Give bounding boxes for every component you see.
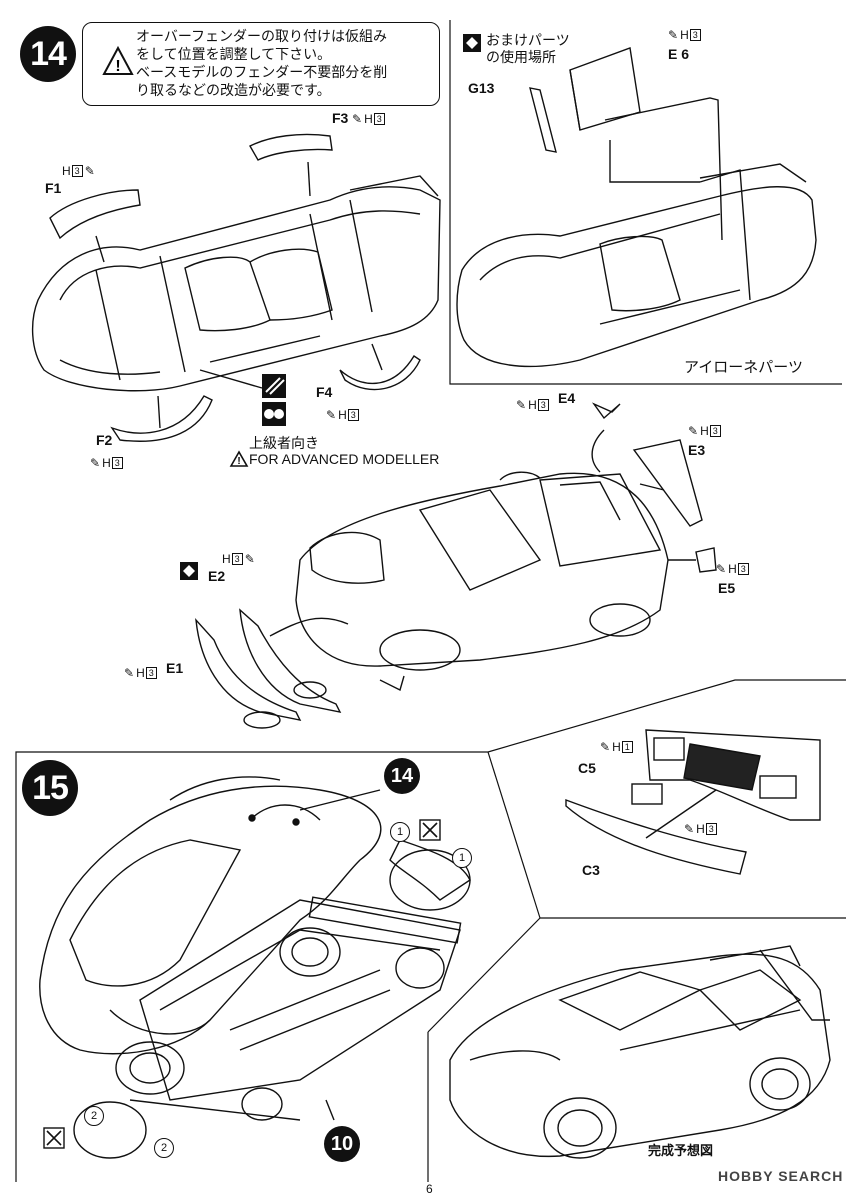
circle-marker-1a: 1	[390, 822, 410, 842]
label-e5: E5	[718, 580, 736, 596]
svg-text:!: !	[115, 58, 120, 75]
circle-marker-2a: 2	[84, 1106, 104, 1126]
step-14-number: 14	[30, 34, 67, 73]
watermark: HOBBY SEARCH	[718, 1168, 844, 1184]
brush-icon: ✎	[600, 740, 611, 754]
brush-icon: ✎	[688, 424, 699, 438]
label-e3: E3	[688, 442, 706, 458]
label-e4: E4	[558, 390, 576, 406]
step-14-badge: 14	[20, 26, 76, 82]
label-e1: E1	[166, 660, 184, 676]
caution-note-box	[82, 22, 440, 106]
brush-icon: ✎	[684, 822, 695, 836]
step-ref-10-badge: 10	[324, 1126, 360, 1162]
circle-marker-2b: 2	[154, 1138, 174, 1158]
step-ref-14-badge: 14	[384, 758, 420, 794]
label-f1: F1	[45, 180, 62, 196]
brush-icon: ✎	[84, 164, 95, 178]
label-g13: G13	[468, 80, 495, 96]
label-e2: E2	[208, 568, 226, 584]
brush-icon: ✎	[124, 666, 135, 680]
bonus-parts-line-1: おまけパーツ	[486, 33, 570, 49]
label-f2: F2	[96, 432, 113, 448]
svg-text:!: !	[237, 456, 240, 467]
advanced-jp-label: 上級者向き	[249, 436, 319, 452]
brush-icon: ✎	[352, 112, 363, 126]
caution-line-1: オーバーフェンダーの取り付けは仮組み	[136, 29, 388, 45]
caution-line-2: をして位置を調整して下さい。	[136, 47, 332, 63]
irony-parts-label: アイローネパーツ	[684, 358, 803, 376]
circle-marker-1b: 1	[452, 848, 472, 868]
caution-line-3: ベースモデルのフェンダー不要部分を削	[136, 65, 388, 81]
step-15-number: 15	[32, 768, 69, 807]
label-c3: C3	[582, 862, 600, 878]
step-ref-10: 10	[330, 1132, 354, 1155]
label-f4: F4	[316, 384, 333, 400]
bonus-parts-line-2: の使用場所	[486, 50, 556, 66]
completed-label: 完成予想図	[648, 1144, 714, 1159]
label-f3: F3	[332, 110, 349, 126]
brush-icon: ✎	[716, 562, 727, 576]
label-e6: E 6	[668, 46, 690, 62]
step-15-badge: 15	[22, 760, 78, 816]
advanced-en-label: FOR ADVANCED MODELLER	[249, 451, 440, 467]
brush-icon: ✎	[326, 408, 337, 422]
label-c5: C5	[578, 760, 596, 776]
caution-line-4: り取るなどの改造が必要です。	[136, 83, 331, 99]
page-number: 6	[426, 1182, 433, 1196]
brush-icon: ✎	[516, 398, 527, 412]
brush-icon: ✎	[244, 552, 255, 566]
brush-icon: ✎	[90, 456, 101, 470]
brush-icon: ✎	[668, 28, 679, 42]
step-ref-14: 14	[390, 764, 414, 787]
